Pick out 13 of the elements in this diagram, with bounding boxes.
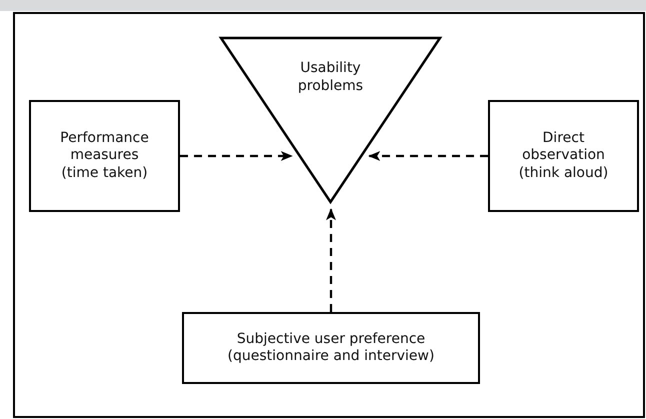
node-label: (time taken): [61, 164, 148, 182]
node-label: (think aloud): [518, 164, 608, 182]
process-box: [182, 312, 480, 384]
node-label: Direct observation: [521, 130, 606, 165]
dashed-arrow: [368, 151, 488, 161]
node-label: Subjective user preference: [236, 330, 426, 348]
node-label: (questionnaire and interview): [228, 348, 434, 366]
process-box: [29, 100, 180, 212]
dashed-arrow: [326, 208, 336, 312]
dashed-arrow: [180, 151, 293, 161]
process-box: [488, 100, 639, 212]
node-label: Performance measures: [59, 130, 150, 165]
node-label: Usability problems: [296, 60, 364, 95]
